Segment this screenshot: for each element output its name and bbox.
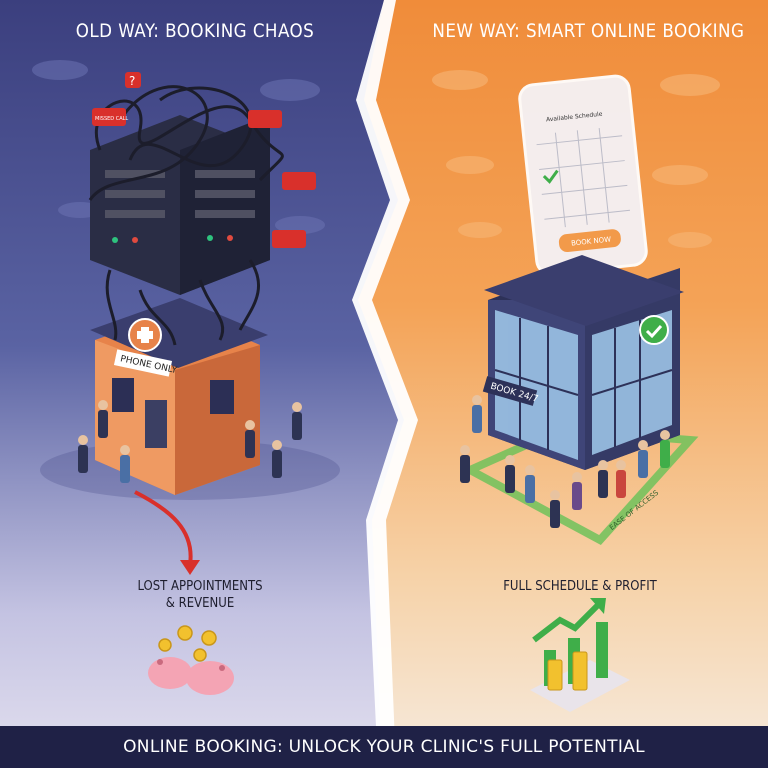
cloud: [32, 60, 325, 234]
right-title: NEW WAY: SMART ONLINE BOOKING: [432, 20, 745, 42]
question-icon: [125, 72, 141, 88]
waiting-people: [78, 400, 302, 483]
coin-icon: [158, 625, 217, 662]
left-caption-line1: LOST APPOINTMENTS: [137, 579, 263, 594]
down-arrow-icon: [134, 490, 193, 566]
happy-patients: [460, 395, 670, 528]
growth-arrow-icon: [530, 598, 630, 712]
right-caption: FULL SCHEDULE & PROFIT: [503, 579, 657, 594]
booking-phone: Available Schedule BOOK NOW: [518, 74, 648, 276]
tangled-switchboard: [88, 85, 284, 346]
footer-banner: ONLINE BOOKING: UNLOCK YOUR CLINIC'S FUL…: [0, 726, 768, 768]
left-caption: LOST APPOINTMENTS & REVENUE: [110, 578, 290, 612]
left-caption-line2: & REVENUE: [165, 596, 235, 611]
footer-text: ONLINE BOOKING: UNLOCK YOUR CLINIC'S FUL…: [123, 737, 645, 757]
left-title: OLD WAY: BOOKING CHAOS: [75, 20, 315, 42]
ease-of-access-label: EASE OF ACCESS: [608, 488, 660, 531]
book-now-button: [558, 229, 621, 253]
missed-call-text: MISSED CALL: [95, 116, 128, 122]
svg-text:?: ?: [129, 74, 135, 88]
checkmark-icon: [639, 315, 669, 345]
checkmark-icon: [542, 169, 559, 184]
missed-call-bubbles: ? MISSED CALL: [92, 72, 316, 248]
piggy-bank-icon: [148, 657, 234, 695]
clinic-building-new: BOOK 24/7: [482, 255, 684, 470]
clinic-building-old: PHONE ONLY: [90, 298, 268, 495]
cloud: [432, 70, 720, 248]
